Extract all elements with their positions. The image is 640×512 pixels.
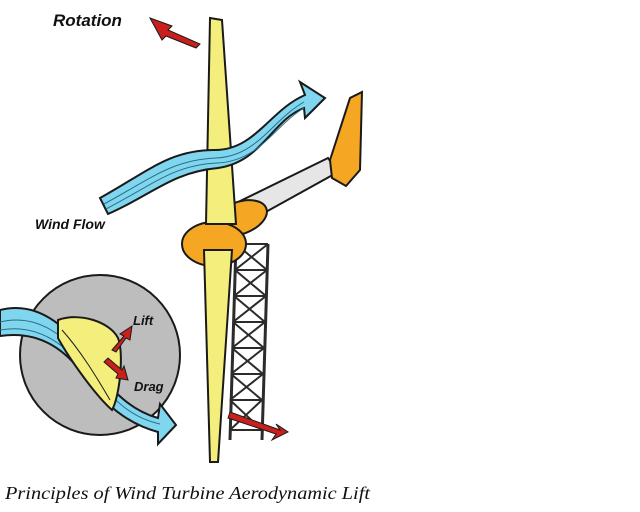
diagram-caption: Principles of Wind Turbine Aerodynamic L…	[4, 483, 371, 503]
lower-blade	[202, 249, 234, 463]
wind-flow-ribbon	[98, 79, 327, 216]
lift-label: Lift	[133, 313, 154, 328]
wind-flow-label: Wind Flow	[35, 216, 106, 232]
lattice-tower	[228, 243, 270, 441]
drag-label: Drag	[134, 379, 164, 394]
upper-blade	[204, 16, 238, 225]
airfoil-inset	[0, 274, 181, 447]
rotation-label: Rotation	[53, 11, 122, 30]
tower-rotation-arrow	[227, 411, 289, 442]
rotation-arrow	[148, 17, 201, 49]
